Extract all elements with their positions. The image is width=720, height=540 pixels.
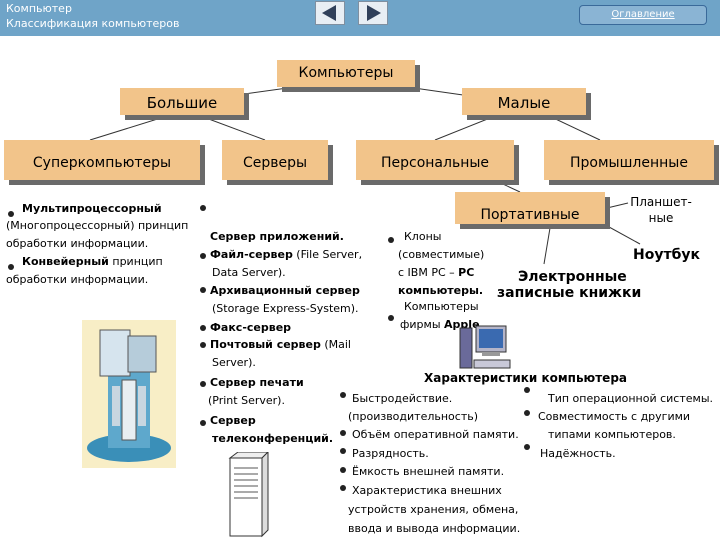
char-left-4: Ёмкость внешней памяти. bbox=[352, 465, 505, 478]
characteristics-title: Характеристики компьютера bbox=[424, 371, 628, 385]
char-left-6: устройств хранения, обмена, bbox=[348, 503, 519, 516]
bullet bbox=[524, 410, 530, 416]
bullet bbox=[524, 387, 530, 393]
bullet bbox=[200, 205, 206, 211]
server-item3-line2: (Storage Express-System). bbox=[212, 302, 359, 315]
char-right-1: Совместимость с другими bbox=[538, 410, 691, 423]
label-notebook: Ноутбук bbox=[633, 247, 700, 263]
label-pda-line1: Электронные bbox=[518, 269, 627, 285]
pc-image bbox=[459, 325, 511, 369]
server-item7-line2: телеконференций. bbox=[212, 432, 334, 445]
bullet bbox=[8, 211, 14, 217]
bullet bbox=[340, 430, 346, 436]
pc-item1-line1: Клоны bbox=[404, 230, 442, 243]
server-item5-line2: Server). bbox=[212, 356, 256, 369]
super-item2-rest: принцип bbox=[108, 255, 163, 268]
bullet bbox=[200, 342, 206, 348]
bullet bbox=[340, 485, 346, 491]
node-personal: Персональные bbox=[356, 140, 514, 180]
bullet bbox=[8, 264, 14, 270]
pc-item2-line2-text: фирмы bbox=[400, 318, 445, 331]
bullet bbox=[200, 325, 206, 331]
header-title: Компьютер bbox=[6, 2, 72, 15]
bullet bbox=[340, 448, 346, 454]
header-subtitle: Классификация компьютеров bbox=[6, 17, 180, 30]
char-left-0: Быстродействие. bbox=[352, 392, 453, 405]
super-item1-line1: (Многопроцессорный) принцип bbox=[6, 219, 189, 232]
server-item7-line1: Сервер bbox=[210, 414, 256, 427]
arrow-left-icon bbox=[322, 5, 336, 21]
super-item2-line2: обработки информации. bbox=[6, 273, 149, 286]
bullet bbox=[388, 237, 394, 243]
server-item4: Факс-сервер bbox=[210, 321, 292, 334]
char-left-5: Характеристика внешних bbox=[352, 484, 502, 497]
char-right-2: типами компьютеров. bbox=[548, 428, 676, 441]
label-pda-line2: записные книжки bbox=[497, 285, 642, 301]
char-right-3: Надёжность. bbox=[540, 447, 616, 460]
next-slide-button[interactable] bbox=[358, 1, 388, 25]
bullet bbox=[340, 467, 346, 473]
server-item5-rest: (Mail bbox=[320, 338, 351, 351]
bullet bbox=[200, 420, 206, 426]
toc-link[interactable]: Оглавление bbox=[579, 5, 707, 25]
bullet bbox=[200, 287, 206, 293]
supercomputer-image bbox=[82, 320, 176, 468]
char-left-2: Объём оперативной памяти. bbox=[352, 428, 519, 441]
super-item1-title: Мультипроцессорный bbox=[22, 202, 162, 215]
server-item5: Почтовый сервер (Mail bbox=[210, 336, 351, 354]
node-supercomputers: Суперкомпьютеры bbox=[4, 140, 200, 180]
label-tablet: Планшет- ные bbox=[630, 195, 692, 225]
server-tower-image bbox=[228, 452, 269, 538]
server-item6-line2: (Print Server). bbox=[208, 394, 285, 407]
arrow-right-icon bbox=[367, 5, 381, 21]
char-right-0: Тип операционной системы. bbox=[548, 392, 713, 405]
bullet bbox=[340, 392, 346, 398]
bullet bbox=[388, 315, 394, 321]
server-item2-title: Файл-сервер bbox=[210, 248, 293, 261]
pc-item2-line1: Компьютеры bbox=[404, 300, 479, 313]
char-left-3: Разрядность. bbox=[352, 447, 429, 460]
server-item3-title: Архивационный сервер bbox=[210, 284, 360, 297]
pc-item1-line3: с IBM PC – PC bbox=[398, 264, 474, 282]
bullet bbox=[524, 444, 530, 450]
pc-item1-line2: (совместимые) bbox=[398, 248, 485, 261]
prev-slide-button[interactable] bbox=[315, 1, 345, 25]
super-item2: Конвейерный принцип bbox=[22, 253, 163, 271]
server-item2-line2: Data Server). bbox=[212, 266, 286, 279]
pc-item1-line3-bold: PC bbox=[458, 266, 475, 279]
node-industrial: Промышленные bbox=[544, 140, 714, 180]
server-item5-title: Почтовый сервер bbox=[210, 338, 321, 351]
node-servers: Серверы bbox=[222, 140, 328, 180]
pc-item1-line3-text: с IBM PC – bbox=[398, 266, 459, 279]
node-portable: Портативные bbox=[455, 192, 605, 224]
server-item6-title: Сервер печати bbox=[210, 376, 304, 389]
bullet bbox=[200, 253, 206, 259]
slide-header: Компьютер Классификация компьютеров Огла… bbox=[0, 0, 720, 36]
server-item1: Сервер приложений. bbox=[210, 230, 344, 243]
server-item2: Файл-сервер (File Server, bbox=[210, 246, 362, 264]
super-item2-title: Конвейерный bbox=[22, 255, 109, 268]
char-left-7: ввода и вывода информации. bbox=[348, 522, 521, 535]
node-small: Малые bbox=[462, 88, 586, 115]
node-large: Большие bbox=[120, 88, 244, 115]
node-computers: Компьютеры bbox=[277, 60, 415, 87]
bullet bbox=[200, 381, 206, 387]
char-left-1: (производительность) bbox=[348, 410, 479, 423]
super-item1-line2: обработки информации. bbox=[6, 237, 149, 250]
server-item2-rest: (File Server, bbox=[292, 248, 363, 261]
pc-item1-line4: компьютеры. bbox=[398, 284, 484, 297]
